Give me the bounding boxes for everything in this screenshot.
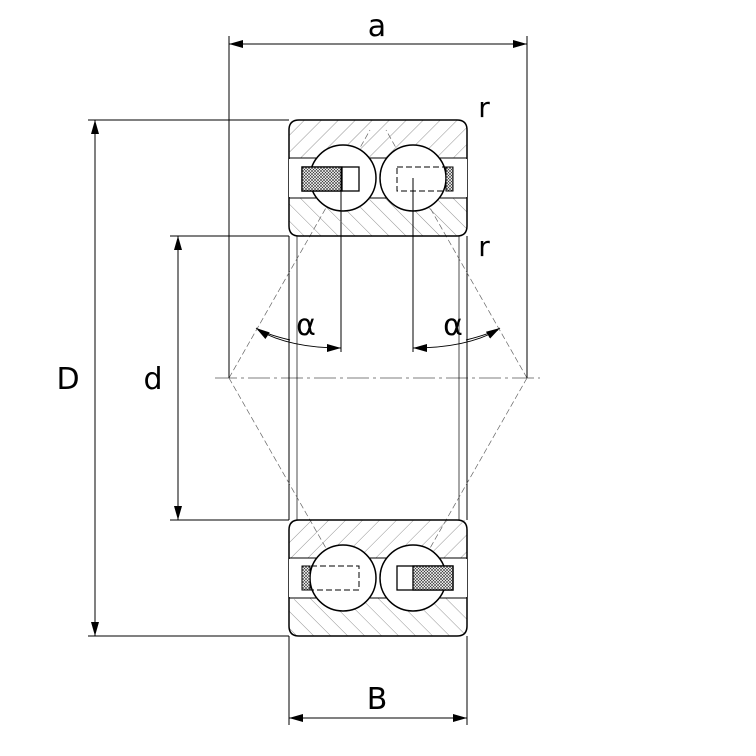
bottom-section: [288, 519, 468, 637]
dimension-label-a: a: [367, 9, 387, 44]
dimension-label-d: d: [143, 362, 163, 397]
angle-label-left: α: [296, 308, 316, 343]
top-section: [288, 119, 468, 237]
angle-label-right: α: [443, 308, 463, 343]
dimension-label-D: D: [56, 362, 80, 397]
radius-label-mid: r: [478, 230, 490, 263]
dimension-label-B: B: [366, 682, 388, 717]
bore-lines: [288, 236, 468, 520]
contact-lines: [228, 129, 528, 579]
ball: [309, 544, 377, 612]
dimension-lines: [88, 36, 528, 725]
radius-label-top: r: [478, 91, 490, 124]
